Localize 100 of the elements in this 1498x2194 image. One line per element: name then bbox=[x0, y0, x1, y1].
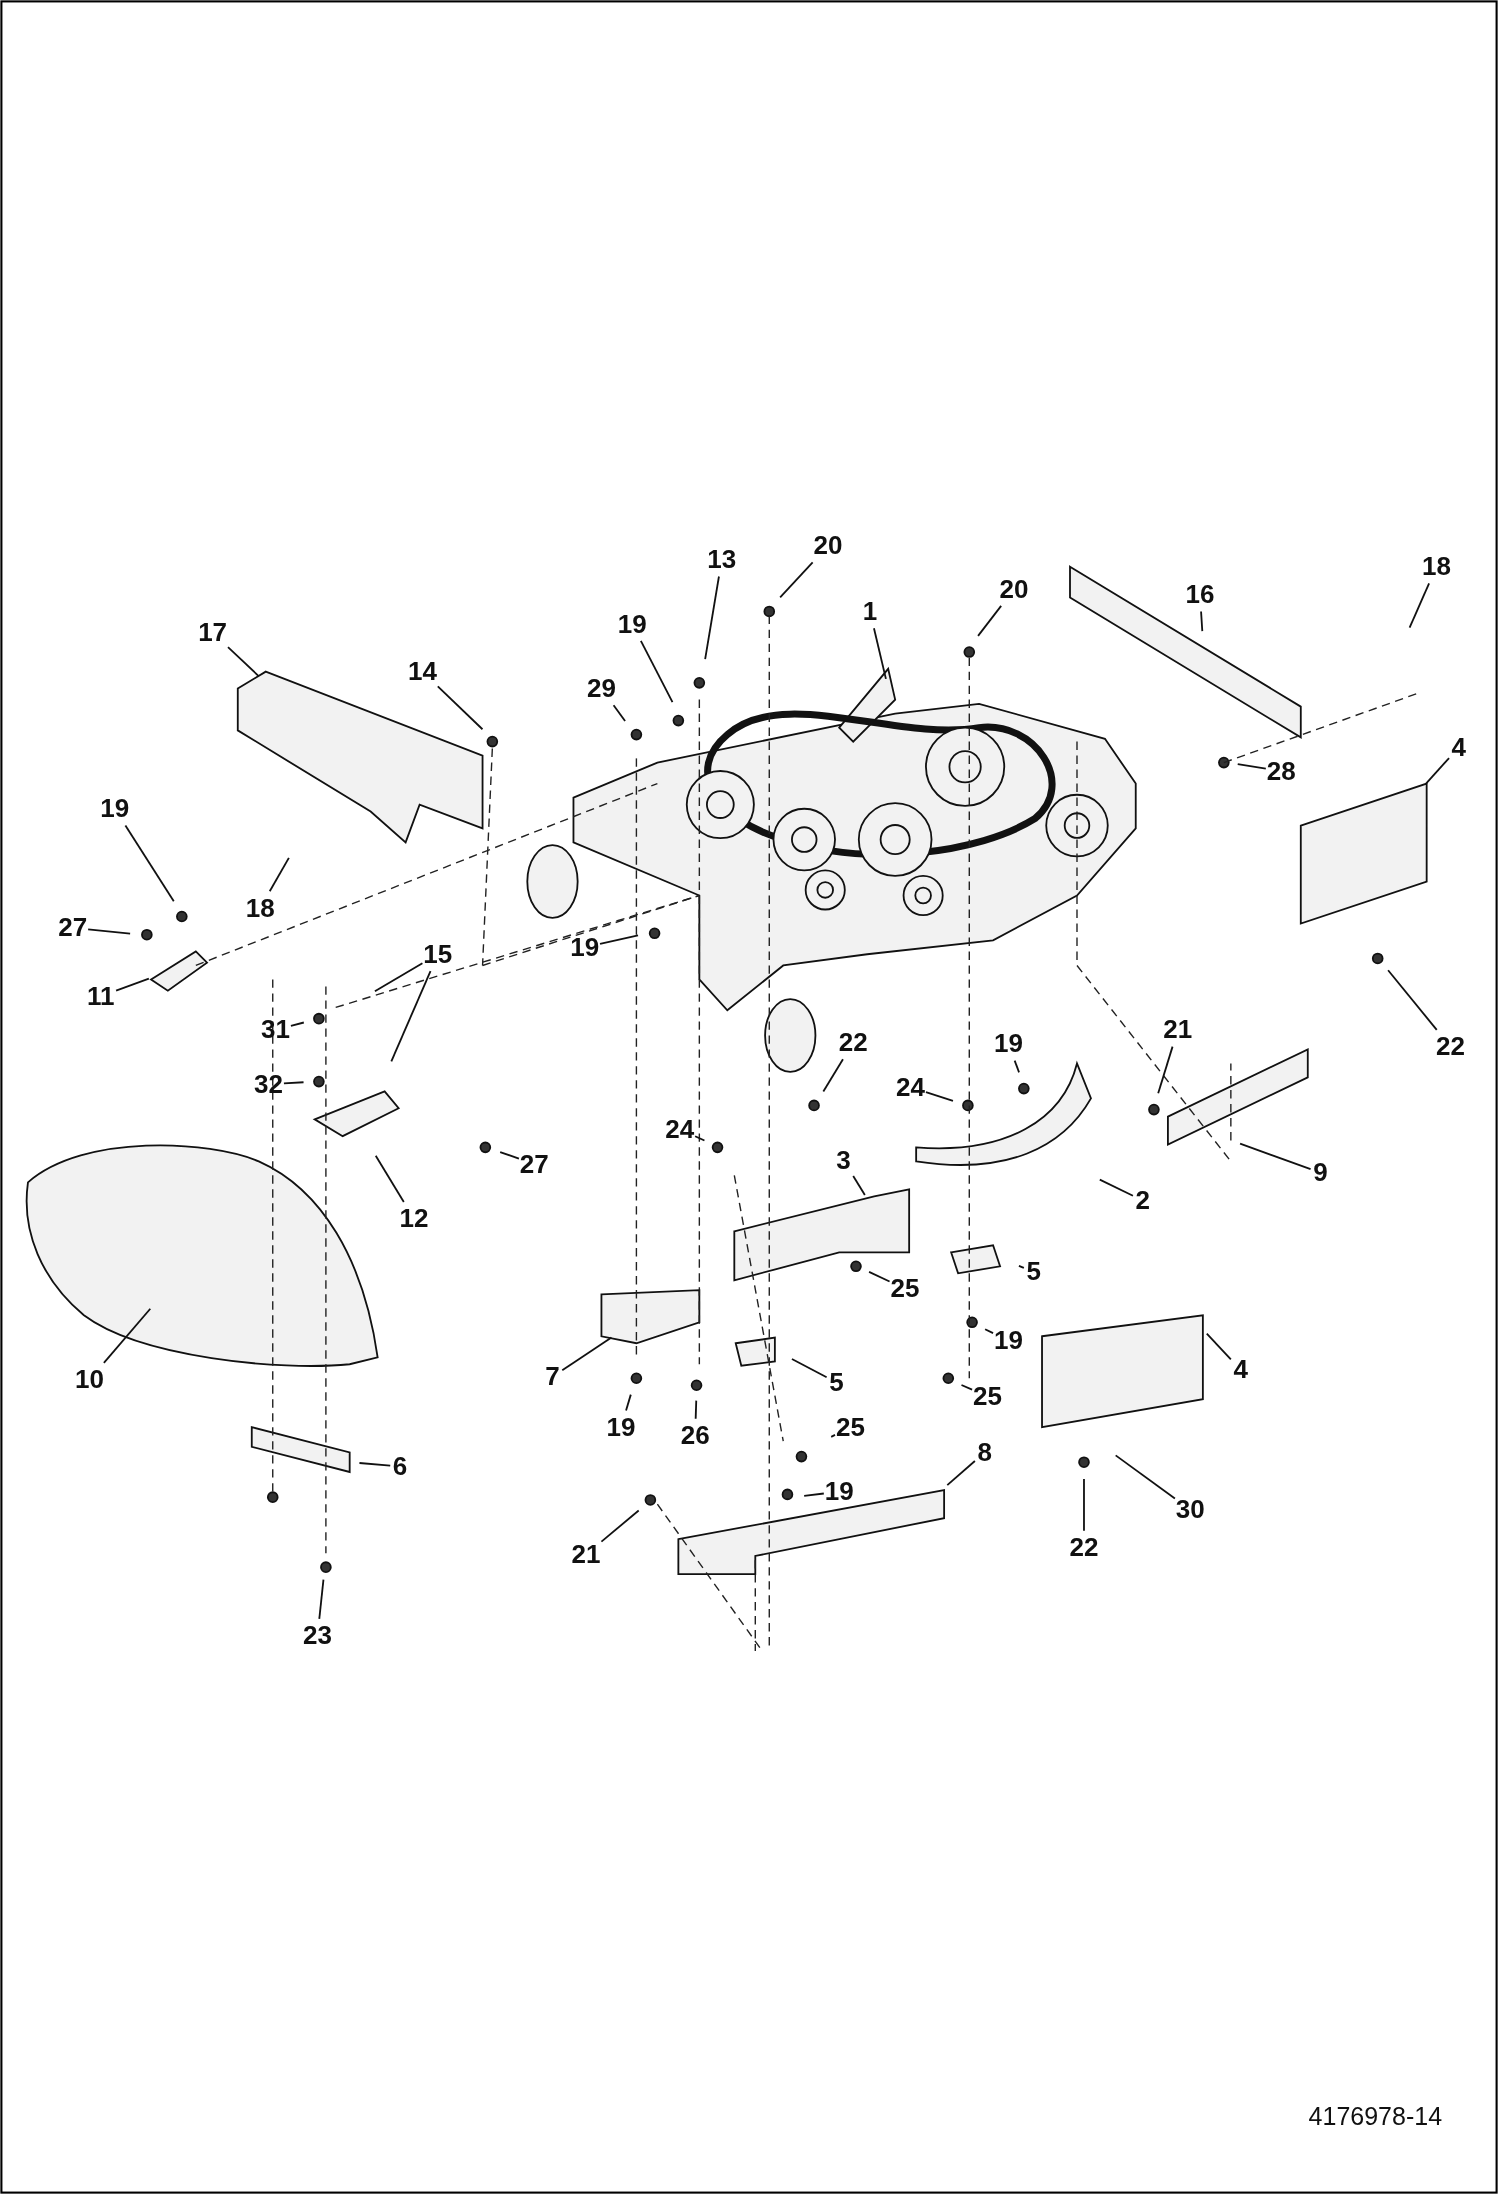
leader-line bbox=[436, 685, 484, 731]
leader-line bbox=[639, 639, 674, 703]
leader-line bbox=[873, 627, 887, 680]
callout-number: 19 bbox=[994, 1325, 1023, 1354]
callout-number: 28 bbox=[1266, 756, 1296, 785]
leader-line bbox=[852, 1175, 866, 1196]
leader-line bbox=[124, 824, 175, 903]
leader-line bbox=[625, 1393, 632, 1412]
callout-number: 19 bbox=[570, 932, 600, 961]
leader-line bbox=[791, 1358, 828, 1379]
leader-line bbox=[1013, 1059, 1020, 1074]
callout-number: 4 bbox=[1233, 1355, 1248, 1384]
leader-line bbox=[946, 1460, 976, 1487]
leader-line bbox=[977, 604, 1003, 637]
callout-number: 18 bbox=[245, 893, 275, 922]
leader-line bbox=[1387, 969, 1438, 1031]
callout-number: 2 bbox=[1135, 1186, 1150, 1215]
leader-line bbox=[1205, 1332, 1232, 1361]
leader-line bbox=[1425, 757, 1450, 785]
callout-number: 18 bbox=[1422, 552, 1451, 581]
leader-line bbox=[561, 1336, 613, 1372]
callout-number: 22 bbox=[838, 1028, 868, 1056]
leader-line bbox=[103, 1307, 152, 1364]
leader-line bbox=[612, 704, 626, 722]
leader-line bbox=[925, 1091, 954, 1102]
callout-number: 19 bbox=[100, 794, 130, 823]
callout-number: 7 bbox=[545, 1362, 560, 1391]
callout-number: 19 bbox=[824, 1477, 854, 1505]
callout-number: 21 bbox=[571, 1539, 601, 1568]
callout-number: 24 bbox=[665, 1114, 695, 1143]
leader-line bbox=[268, 856, 290, 893]
leader-line bbox=[779, 561, 814, 599]
leader-line bbox=[227, 646, 260, 677]
leader-line bbox=[803, 1492, 825, 1497]
leader-line bbox=[115, 977, 150, 992]
callout-number: 4 bbox=[1451, 732, 1467, 761]
callout-number: 9 bbox=[1313, 1158, 1328, 1187]
leader-line bbox=[1083, 1478, 1085, 1532]
callout-number: 25 bbox=[835, 1412, 865, 1441]
leader-line bbox=[374, 962, 424, 993]
leader-line bbox=[374, 1154, 405, 1203]
leader-line bbox=[1018, 1264, 1025, 1269]
leader-line bbox=[1236, 763, 1267, 770]
callout-number: 16 bbox=[1185, 580, 1215, 609]
callout-number: 26 bbox=[680, 1421, 710, 1450]
callout-number: 14 bbox=[407, 657, 437, 686]
leader-line bbox=[358, 1462, 392, 1467]
leader-line bbox=[694, 1399, 698, 1420]
leader-line bbox=[1157, 1045, 1174, 1095]
leader-line bbox=[984, 1328, 994, 1334]
callout-number: 31 bbox=[261, 1015, 290, 1044]
leader-line bbox=[599, 934, 639, 945]
leader-line bbox=[1408, 582, 1430, 629]
leader-line bbox=[290, 1021, 305, 1027]
callout-number: 27 bbox=[58, 913, 88, 942]
callout-number: 23 bbox=[303, 1621, 332, 1650]
callout-number: 3 bbox=[836, 1145, 851, 1174]
leader-line bbox=[283, 1081, 305, 1085]
leader-line bbox=[1239, 1142, 1312, 1170]
callout-number: 17 bbox=[198, 618, 228, 647]
callout-number: 5 bbox=[829, 1367, 844, 1396]
leader-line bbox=[87, 928, 132, 935]
leader-line bbox=[830, 1434, 836, 1438]
callout-number: 20 bbox=[999, 574, 1029, 603]
callout-number: 10 bbox=[75, 1365, 104, 1394]
callout-number: 19 bbox=[994, 1029, 1023, 1058]
callout-number: 20 bbox=[813, 531, 843, 560]
leader-line bbox=[499, 1151, 520, 1160]
leader-line bbox=[694, 1135, 706, 1142]
callout-number: 6 bbox=[392, 1451, 408, 1480]
leader-line bbox=[600, 1509, 640, 1543]
callout-number: 21 bbox=[1163, 1015, 1193, 1044]
callout-number: 22 bbox=[1436, 1032, 1465, 1061]
callout-number: 8 bbox=[977, 1437, 992, 1466]
leader-line bbox=[318, 1578, 325, 1620]
leader-line bbox=[390, 970, 432, 1063]
callout-number: 29 bbox=[587, 674, 616, 703]
leader-line bbox=[1114, 1454, 1176, 1500]
callout-number: 19 bbox=[617, 609, 647, 638]
callout-number: 19 bbox=[606, 1412, 636, 1441]
callout-number: 32 bbox=[254, 1070, 283, 1098]
leader-line bbox=[704, 575, 720, 661]
leader-line bbox=[868, 1270, 891, 1283]
callout-number: 24 bbox=[896, 1072, 925, 1101]
callout-number: 15 bbox=[423, 939, 453, 968]
callout-number: 30 bbox=[1175, 1495, 1205, 1524]
callout-number: 25 bbox=[890, 1274, 920, 1303]
callout-number: 22 bbox=[1069, 1532, 1099, 1561]
leader-line bbox=[1200, 610, 1204, 632]
callout-number: 1 bbox=[862, 597, 878, 626]
callout-number: 5 bbox=[1026, 1257, 1041, 1286]
leader-line bbox=[960, 1384, 973, 1391]
callout-number: 12 bbox=[399, 1204, 429, 1233]
callout-number: 11 bbox=[86, 981, 115, 1010]
callout-number: 27 bbox=[519, 1149, 549, 1178]
drawing-number: 4176978-14 bbox=[1308, 2102, 1443, 2132]
callout-number: 13 bbox=[707, 545, 737, 574]
leader-line bbox=[822, 1058, 844, 1093]
leader-line bbox=[1098, 1178, 1134, 1197]
callout-number: 25 bbox=[973, 1381, 1002, 1410]
